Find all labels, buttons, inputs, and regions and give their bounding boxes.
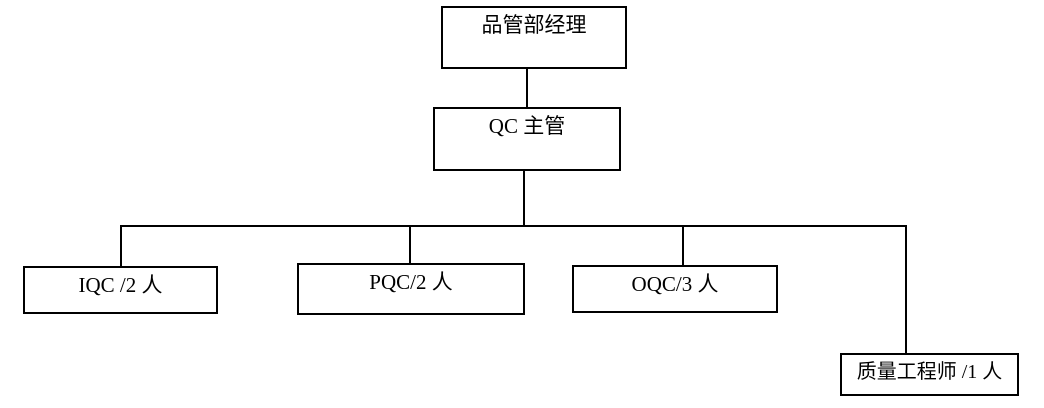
connector-manager-supervisor: [526, 69, 528, 107]
connector-drop-engineer: [905, 225, 907, 353]
node-iqc: IQC /2 人: [23, 266, 218, 314]
node-pqc: PQC/2 人: [297, 263, 525, 315]
connector-drop-pqc: [409, 225, 411, 263]
node-qc-department-manager: 品管部经理: [441, 6, 627, 69]
connector-drop-oqc: [682, 225, 684, 265]
node-quality-engineer: 质量工程师 /1 人: [840, 353, 1019, 396]
node-oqc: OQC/3 人: [572, 265, 778, 313]
node-qc-supervisor: QC 主管: [433, 107, 621, 171]
connector-horizontal-bus: [120, 225, 907, 227]
connector-supervisor-bus: [523, 171, 525, 225]
connector-drop-iqc: [120, 225, 122, 266]
